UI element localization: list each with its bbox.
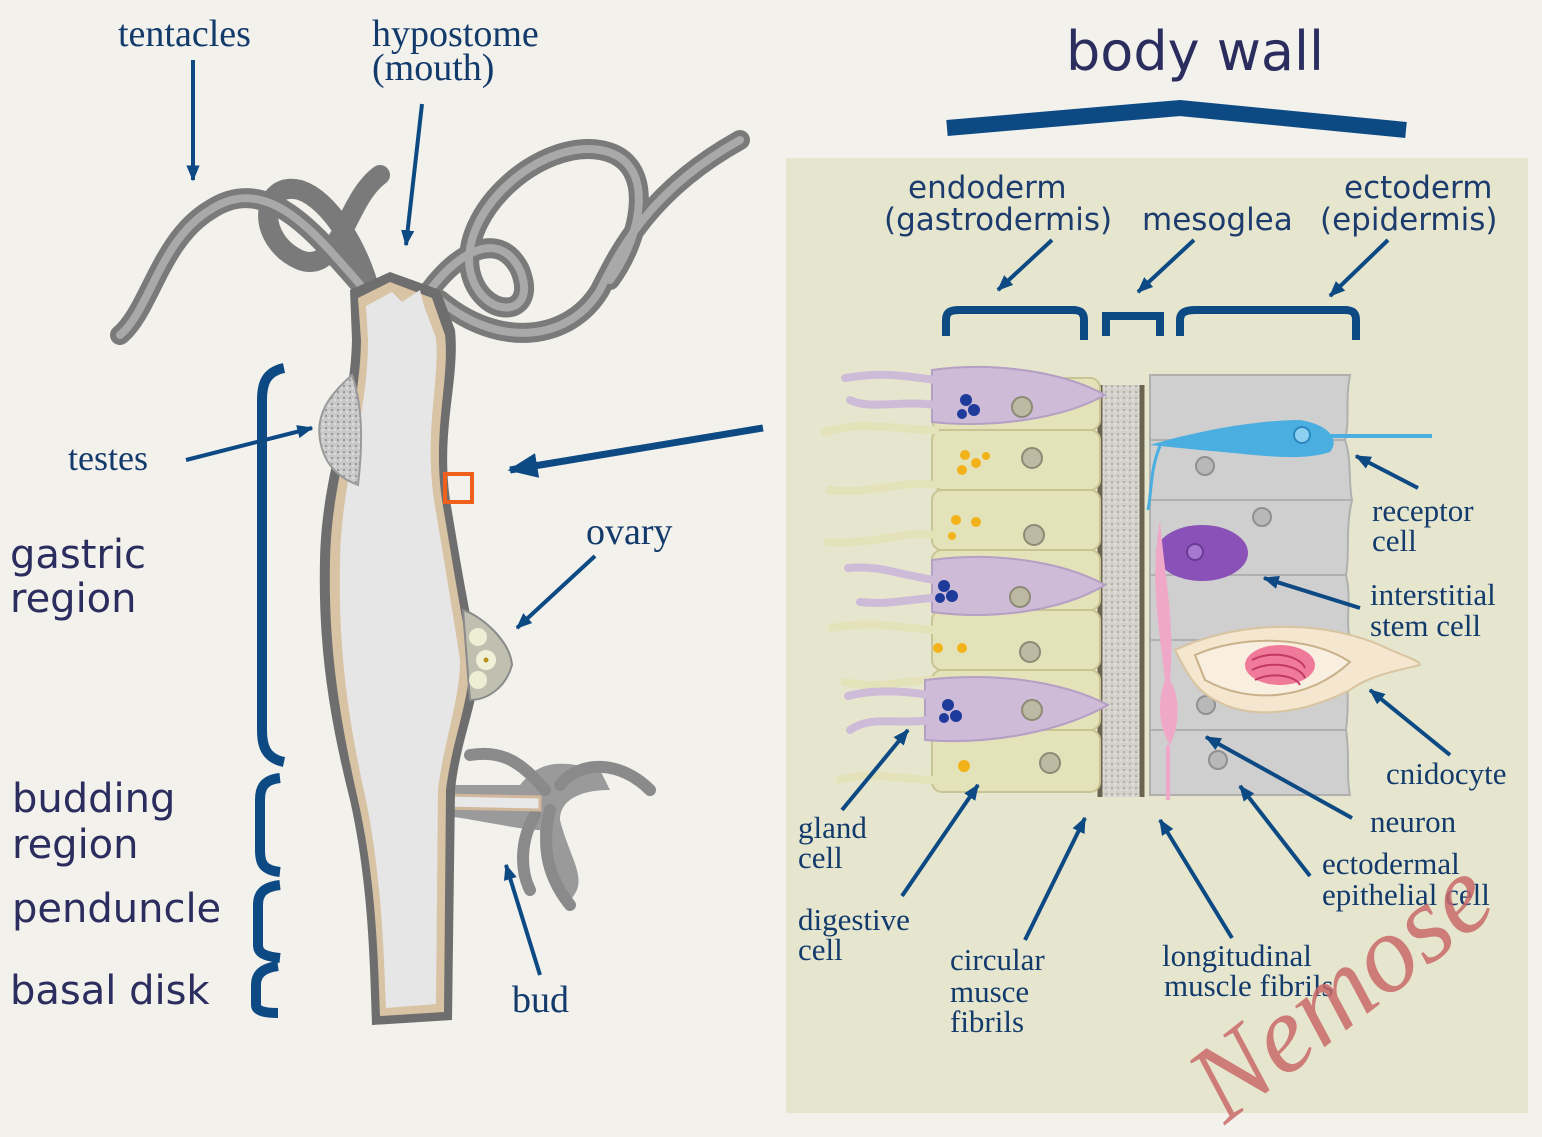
circular-label: circular <box>950 942 1045 977</box>
body-wall-title: body wall <box>1066 20 1324 83</box>
neuron-label: neuron <box>1370 804 1457 839</box>
gastrodermis-label: (gastrodermis) <box>884 202 1112 238</box>
epidermis-label: (epidermis) <box>1320 202 1497 238</box>
digestive-cell-label: cell <box>798 932 843 967</box>
ovary-shape <box>463 610 512 700</box>
ectoderm-label: ectoderm <box>1344 170 1492 206</box>
endoderm-label: endoderm <box>908 170 1067 206</box>
testes-shape <box>319 375 361 485</box>
ovary-label: ovary <box>586 511 673 553</box>
fibrils-label: fibrils <box>950 1004 1024 1039</box>
penduncle-label: penduncle <box>12 886 221 932</box>
mouth-label: (mouth) <box>372 47 494 89</box>
region-brackets <box>256 368 284 1013</box>
budding-label: budding <box>12 776 175 822</box>
gastric-label: gastric <box>10 532 146 578</box>
testes-label: testes <box>68 438 148 478</box>
bud-shape <box>440 754 650 905</box>
budding-region-label: region <box>12 822 139 868</box>
basal-disk-label: basal disk <box>10 968 210 1014</box>
gastric-region-label: region <box>10 576 137 622</box>
receptor-cell-label: cell <box>1372 523 1417 558</box>
mesoglea-label: mesoglea <box>1142 202 1293 238</box>
cnidocyte-label: cnidocyte <box>1386 756 1507 791</box>
gland-cell-label: cell <box>798 840 843 875</box>
stem-cell-label: stem cell <box>1370 608 1481 643</box>
body-wall-bracket <box>947 108 1406 130</box>
bud-label: bud <box>512 979 569 1021</box>
zoom-arrow <box>510 428 763 470</box>
tentacles-label: tentacles <box>118 13 251 55</box>
mesoglea-layer <box>1100 385 1142 797</box>
interstitial-label: interstitial <box>1370 577 1496 612</box>
interstitial-cell-shape <box>1156 525 1248 581</box>
